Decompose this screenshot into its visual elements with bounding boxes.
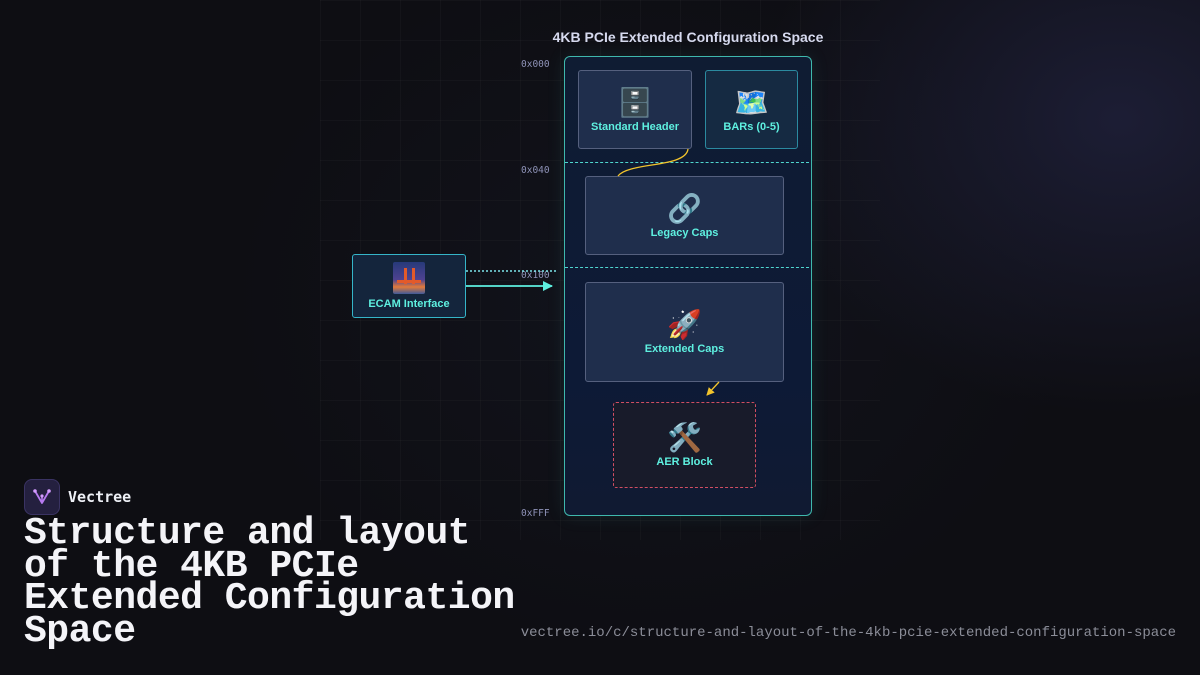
offset-label-start: 0x000	[521, 59, 550, 70]
extended-caps-block[interactable]: 🚀 Extended Caps	[585, 282, 784, 382]
bars-block[interactable]: 🗺️ BARs (0-5)	[705, 70, 798, 149]
bars-label: BARs (0-5)	[723, 120, 780, 133]
aer-block[interactable]: 🛠️ AER Block	[613, 402, 756, 488]
legacy-caps-label: Legacy Caps	[650, 226, 719, 239]
offset-label-legacy: 0x040	[521, 165, 550, 176]
legacy-caps-block[interactable]: 🔗 Legacy Caps	[585, 176, 784, 255]
offset-label-end: 0xFFF	[521, 508, 550, 519]
diagram-title: 4KB PCIe Extended Configuration Space	[552, 29, 824, 45]
ecam-interface-label: ECAM Interface	[368, 298, 450, 310]
link-icon: 🔗	[667, 191, 702, 225]
source-url[interactable]: vectree.io/c/structure-and-layout-of-the…	[520, 625, 1176, 641]
standard-header-block[interactable]: 🗄️ Standard Header	[578, 70, 692, 149]
world-map-icon: 🗺️	[734, 85, 769, 119]
rocket-icon: 🚀	[667, 308, 702, 341]
region-divider-0x040	[565, 162, 809, 163]
file-cabinet-icon: 🗄️	[617, 85, 653, 119]
offset-label-extended: 0x100	[521, 270, 550, 281]
standard-header-label: Standard Header	[590, 120, 680, 133]
aer-block-label: AER Block	[656, 456, 713, 468]
bridge-at-night-icon	[393, 262, 425, 294]
vectree-logo-icon	[24, 479, 60, 515]
ecam-interface-block[interactable]: ECAM Interface	[352, 254, 466, 318]
page-heading: Structure and layout of the 4KB PCIe Ext…	[24, 512, 515, 653]
region-divider-0x100	[565, 267, 809, 268]
brand: Vectree	[24, 479, 131, 515]
brand-name: Vectree	[68, 488, 132, 506]
extended-caps-label: Extended Caps	[644, 343, 725, 355]
hammer-wrench-icon: 🛠️	[667, 421, 702, 454]
